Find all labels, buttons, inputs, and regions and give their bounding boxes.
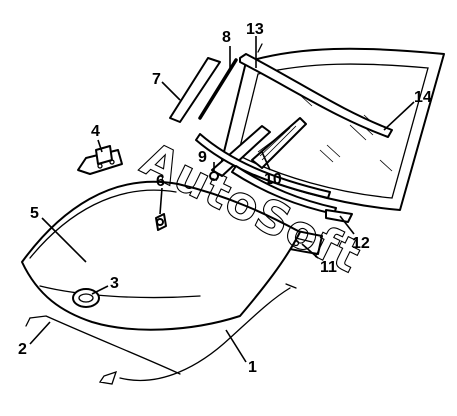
leader-lines	[29, 36, 415, 363]
callout-4: 4	[91, 123, 100, 140]
rod-strip	[198, 58, 238, 120]
prop-rod	[25, 315, 181, 375]
pillar-trim	[169, 57, 221, 123]
callout-8: 8	[222, 29, 231, 46]
callout-13: 13	[246, 21, 264, 38]
cowl-end-molding	[325, 209, 353, 223]
release-cable	[98, 283, 297, 385]
callout-3: 3	[110, 275, 119, 292]
upper-molding	[239, 43, 393, 138]
callout-2: 2	[18, 341, 27, 358]
callout-14: 14	[414, 89, 432, 106]
callout-12: 12	[352, 235, 370, 252]
hinge-bracket	[77, 145, 123, 175]
hood-latch	[155, 213, 167, 231]
callouts: 1 2 3 4 5 6 7 8 9 10 11 12 13 14	[18, 21, 432, 376]
wiper-blade	[251, 117, 307, 169]
callout-5: 5	[30, 205, 39, 222]
callout-11: 11	[320, 259, 337, 276]
callout-7: 7	[152, 71, 161, 88]
callout-9: 9	[198, 149, 207, 166]
callout-6: 6	[156, 173, 165, 190]
callout-1: 1	[248, 359, 257, 376]
callout-10: 10	[264, 171, 282, 188]
